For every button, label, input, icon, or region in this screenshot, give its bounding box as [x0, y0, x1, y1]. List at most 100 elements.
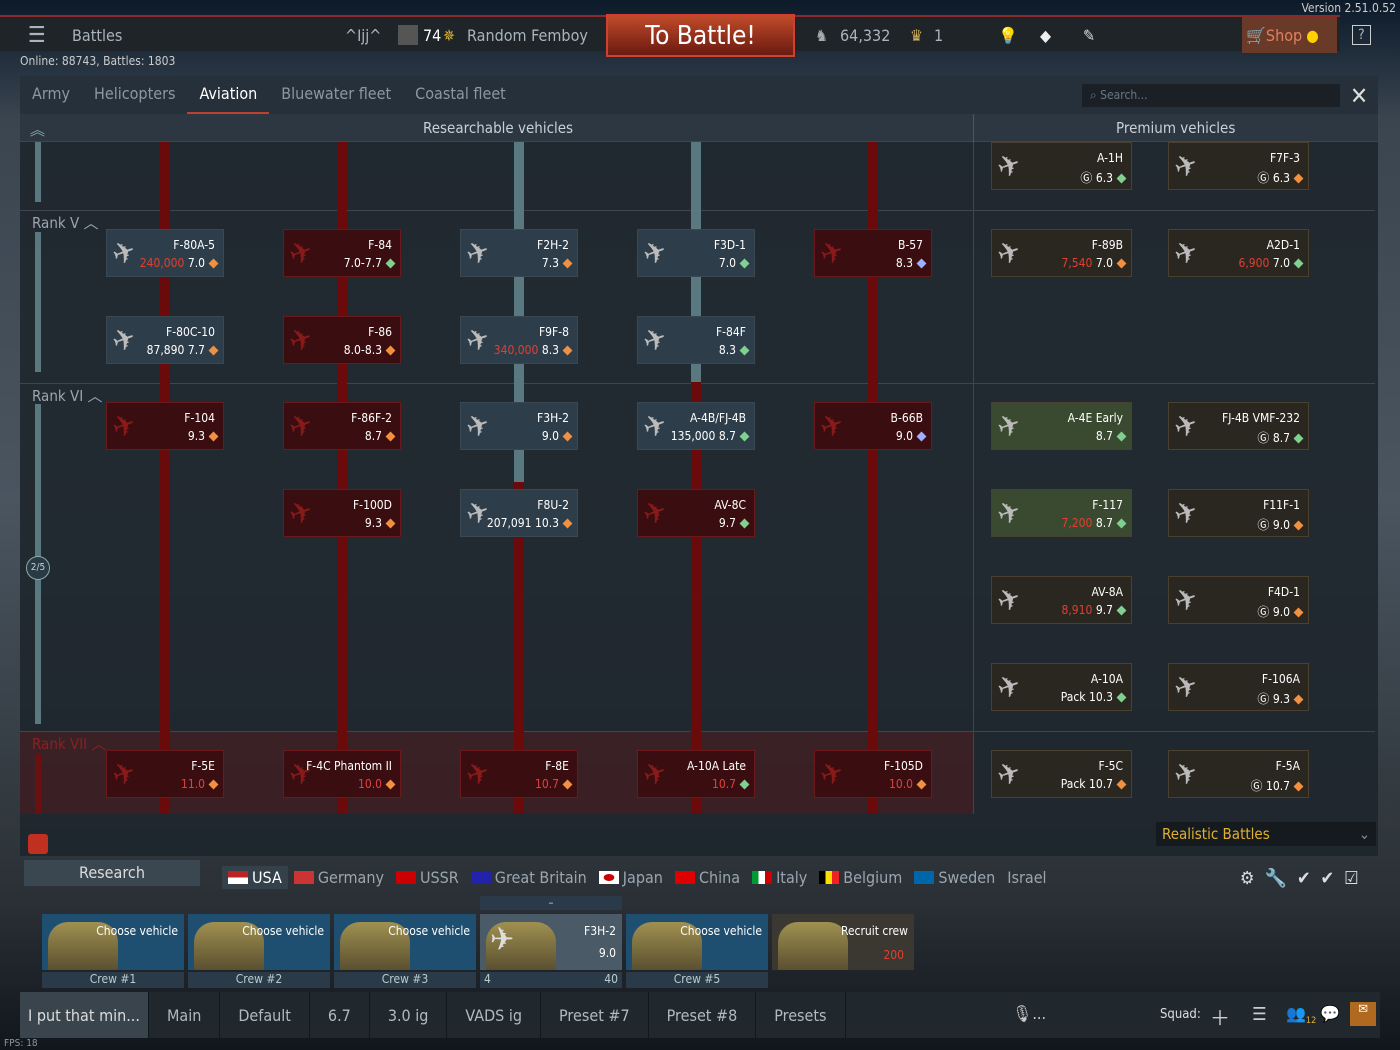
preset-button[interactable]: Preset #8: [649, 992, 757, 1038]
add-squad-icon[interactable]: ＋: [1210, 1006, 1230, 1030]
collapse-icon[interactable]: ︽: [30, 121, 46, 139]
check-box-icon[interactable]: ☑: [1344, 868, 1369, 889]
nation-tab-usa[interactable]: USA: [222, 866, 288, 889]
nation-tab-germany[interactable]: Germany: [288, 866, 390, 889]
preset-button[interactable]: Presets: [756, 992, 846, 1038]
check-icon[interactable]: ✔: [1296, 868, 1321, 889]
wrench-icon[interactable]: 🔧: [1264, 868, 1297, 889]
rank-vii-label[interactable]: Rank VII ︿: [32, 735, 107, 753]
game-mode-select[interactable]: Realistic Battles⌄: [1156, 822, 1376, 846]
vehicle-cost: Pack: [1060, 777, 1086, 791]
list-icon[interactable]: ☰: [1252, 1004, 1267, 1025]
mail-icon[interactable]: ✉: [1350, 1002, 1376, 1026]
lightbulb-icon[interactable]: 💡: [998, 25, 1018, 45]
nation-tab-great-britain[interactable]: Great Britain: [465, 866, 593, 889]
nation-tab-ussr[interactable]: USSR: [390, 866, 465, 889]
vehicle-name: A-4E Early: [1067, 411, 1123, 425]
close-icon[interactable]: ✕: [1350, 82, 1369, 110]
warbond-icon[interactable]: ◆: [1040, 25, 1052, 45]
tab-helicopters[interactable]: Helicopters: [94, 84, 176, 103]
chat-icon[interactable]: 💬: [1320, 1004, 1340, 1023]
to-battle-button[interactable]: To Battle!: [606, 14, 795, 57]
br-value: 9.0: [541, 429, 559, 443]
preset-button[interactable]: Default: [220, 992, 310, 1038]
player-name[interactable]: Random Femboy: [467, 25, 588, 45]
nation-tab-belgium[interactable]: Belgium: [813, 866, 908, 889]
research-queue-icon[interactable]: [28, 834, 48, 854]
preset-button[interactable]: Main: [149, 992, 221, 1038]
tab-bluewater-fleet[interactable]: Bluewater fleet: [281, 84, 392, 103]
microphone-icon[interactable]: 🎙...: [1012, 1004, 1047, 1023]
menu-icon[interactable]: ☰: [28, 22, 46, 48]
nation-tab-japan[interactable]: Japan: [593, 866, 669, 889]
tab-coastal-fleet[interactable]: Coastal fleet: [415, 84, 506, 103]
gear-icon[interactable]: ⚙: [1240, 868, 1265, 889]
preset-button[interactable]: Preset #7: [541, 992, 649, 1038]
research-dropdown[interactable]: Research: [24, 860, 200, 886]
tab-army[interactable]: Army: [32, 84, 71, 103]
nation-tab-israel[interactable]: Israel: [1001, 866, 1052, 889]
rank-v-label[interactable]: Rank V ︿: [32, 214, 99, 232]
search-input[interactable]: ⌕ Search...: [1082, 84, 1340, 107]
preset-button[interactable]: VADS ig: [447, 992, 542, 1038]
battle-pass-icon[interactable]: ✎: [1083, 25, 1096, 45]
help-button[interactable]: ?: [1352, 25, 1371, 45]
rank-vi-label[interactable]: Rank VI ︿: [32, 387, 103, 405]
avatar[interactable]: [398, 25, 418, 45]
shop-button[interactable]: 🛒Shop●: [1242, 17, 1337, 53]
check-all-icon[interactable]: ✔: [1320, 868, 1345, 889]
nation-tab-italy[interactable]: Italy: [746, 866, 813, 889]
crew-slot-text: Choose vehicle: [680, 924, 762, 938]
preset-button[interactable]: 3.0 ig: [370, 992, 448, 1038]
battles-menu[interactable]: Battles: [72, 25, 123, 45]
preset-button[interactable]: 6.7: [310, 992, 370, 1038]
tab-aviation[interactable]: Aviation: [187, 76, 270, 114]
nation-tab-china[interactable]: China: [669, 866, 746, 889]
nation-tab-sweden[interactable]: Sweden: [908, 866, 1001, 889]
contacts-icon[interactable]: 👥12: [1286, 1004, 1317, 1027]
preset-button[interactable]: I put that min...: [20, 992, 149, 1038]
